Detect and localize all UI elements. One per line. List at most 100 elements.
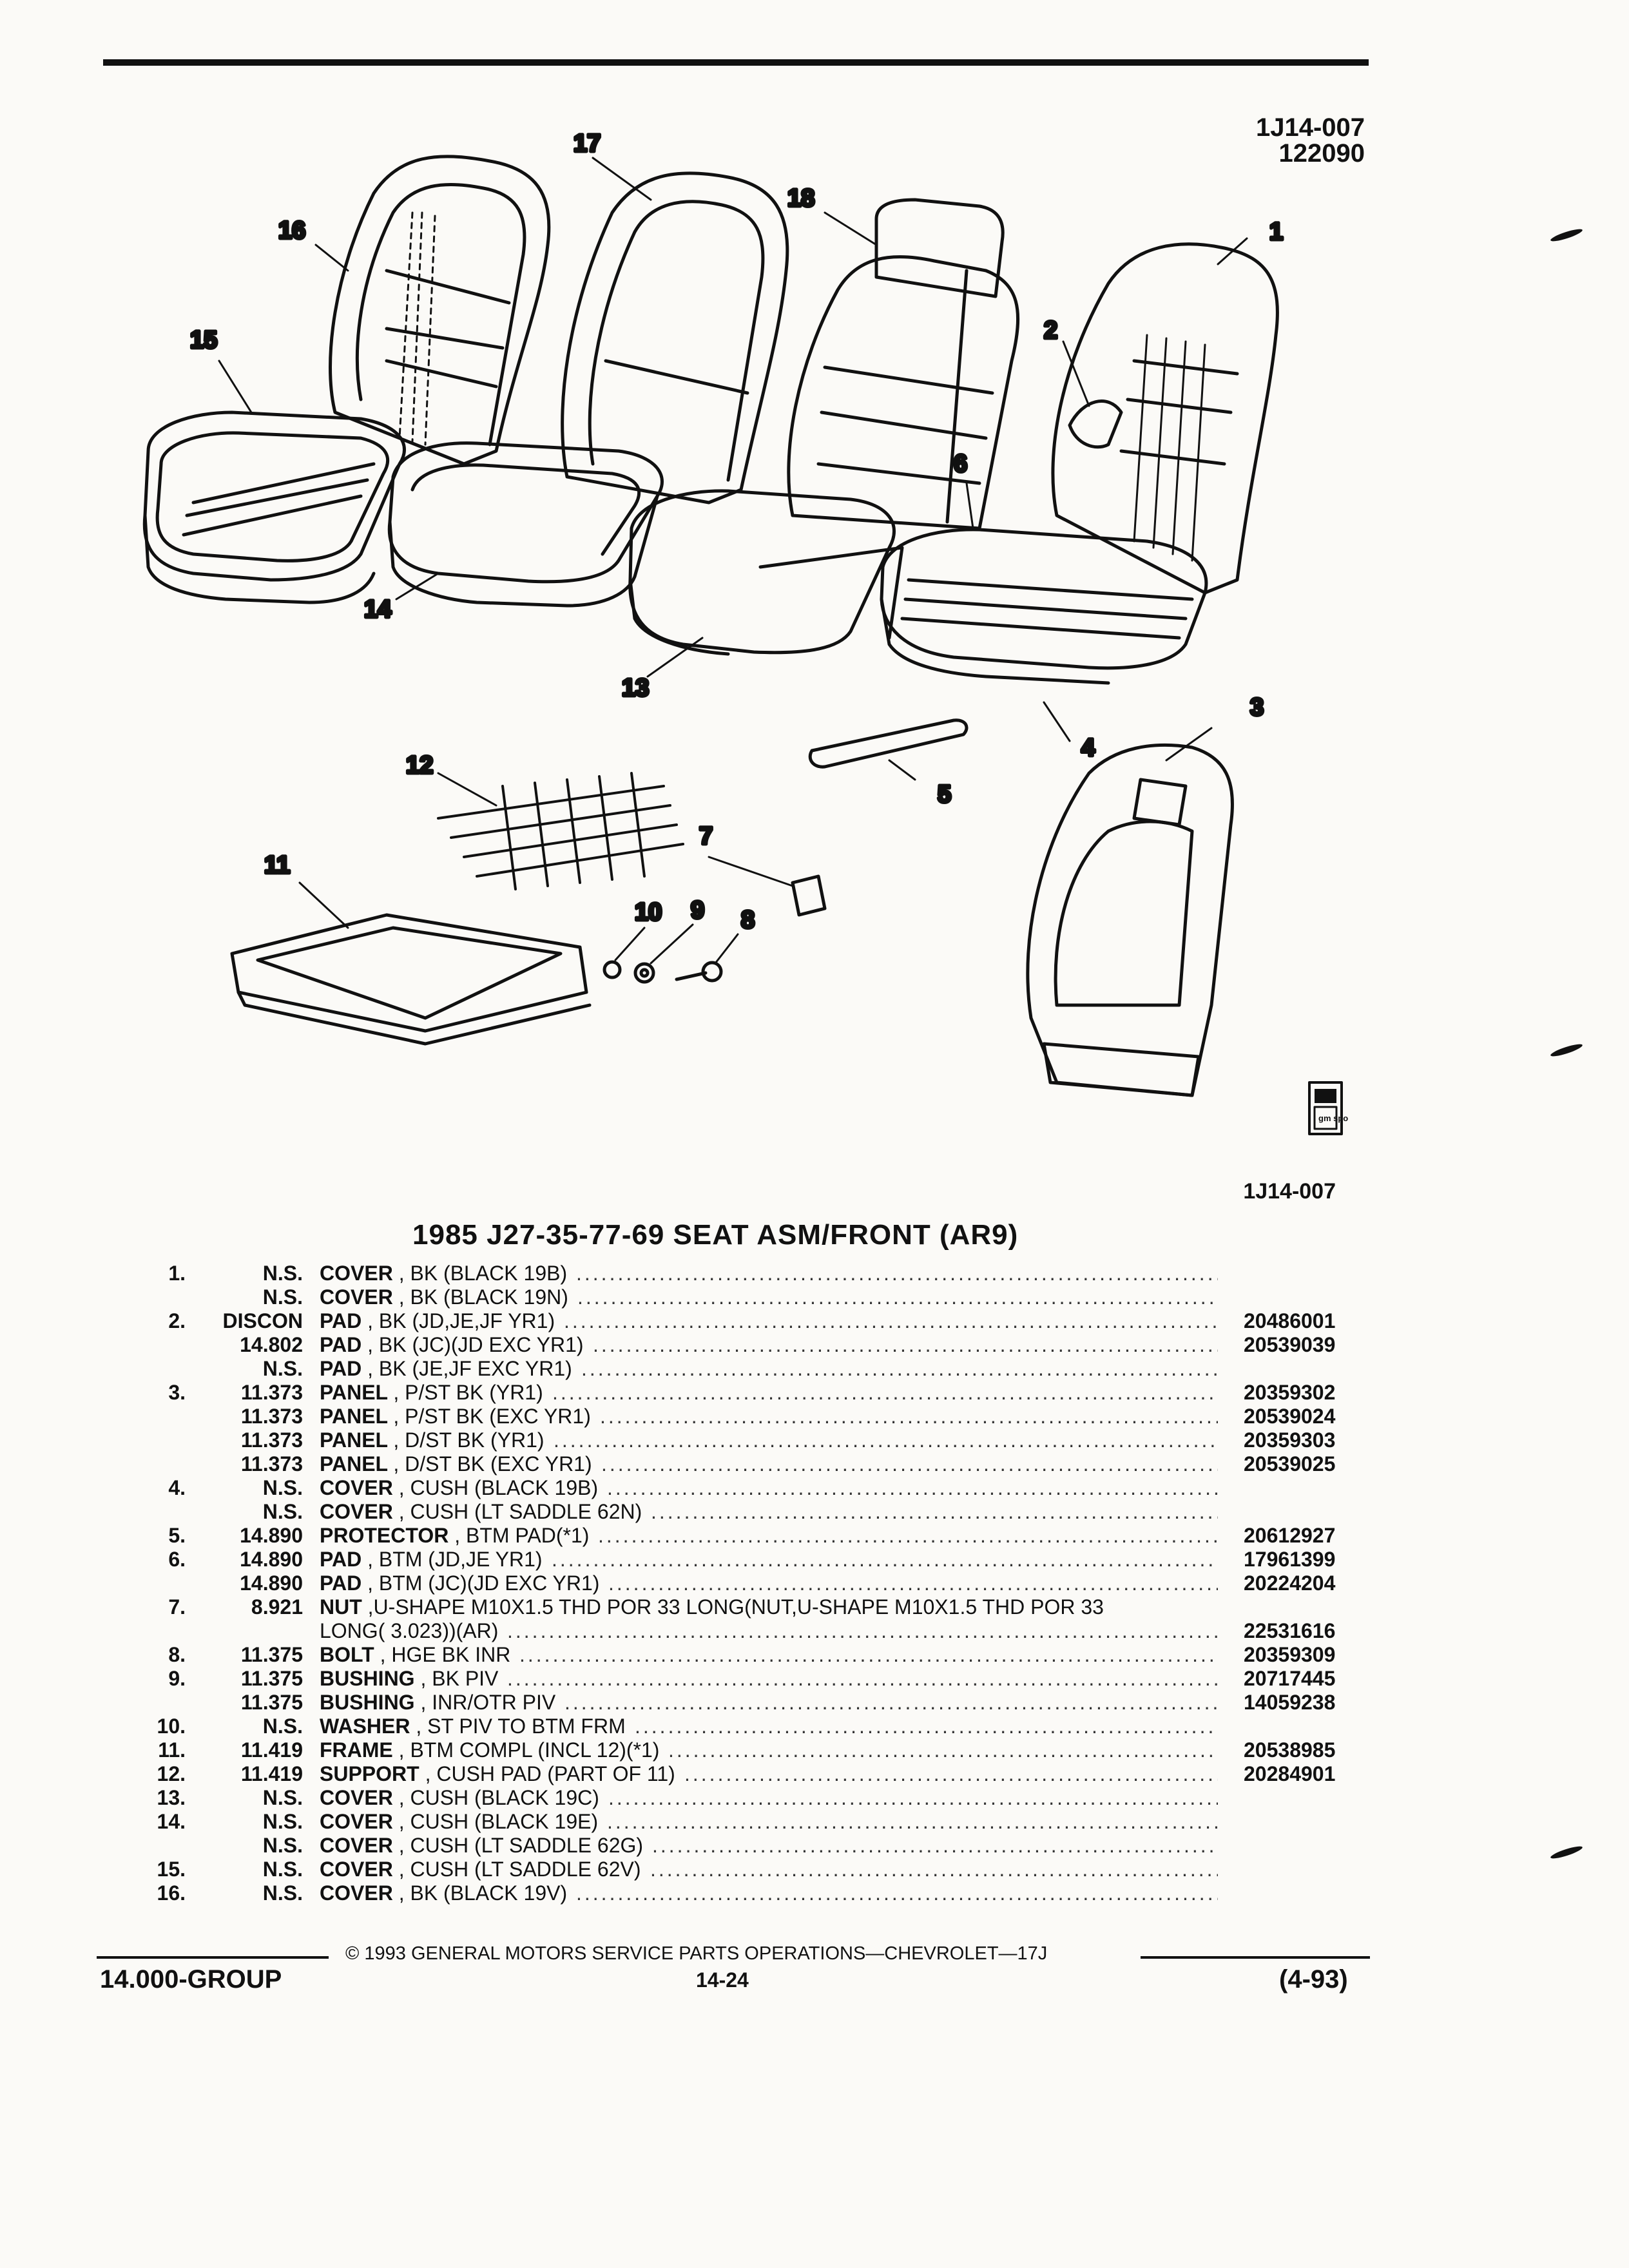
part-name: PAD [320, 1309, 362, 1332]
dot-leader: ........................................… [608, 1571, 1218, 1595]
part-description: COVER , CUSH (LT SADDLE 62N) [320, 1500, 642, 1524]
callout-2: 2 [1044, 317, 1057, 344]
quantity-code: N.S. [262, 1500, 303, 1523]
part-name: PANEL [320, 1452, 388, 1475]
item-number: 13. [157, 1786, 186, 1809]
part-detail: LONG( 3.023))(AR) [320, 1619, 499, 1642]
part-description: COVER , BK (BLACK 19B) [320, 1262, 567, 1285]
part-number: 14059238 [1244, 1691, 1336, 1714]
part-detail: , CUSH (BLACK 19B) [398, 1476, 599, 1499]
dot-leader: ........................................… [600, 1405, 1218, 1428]
page-number: 14-24 [696, 1968, 749, 1992]
item-number: 7. [168, 1595, 186, 1619]
parts-row: 13.N.S.COVER , CUSH (BLACK 19C).........… [0, 1786, 1629, 1810]
parts-row: 16.N.S.COVER , BK (BLACK 19V)...........… [0, 1881, 1629, 1905]
part-name: BUSHING [320, 1691, 415, 1714]
callout-8: 8 [741, 907, 755, 934]
seat-cushion-15 [142, 410, 406, 604]
footer-rule-right [1141, 1956, 1370, 1959]
quantity-code: N.S. [262, 1858, 303, 1881]
callout-5: 5 [938, 781, 951, 808]
item-number: 3. [168, 1381, 186, 1404]
part-name: PAD [320, 1333, 362, 1356]
part-number: 20359303 [1244, 1428, 1336, 1452]
part-detail: , D/ST BK (YR1) [393, 1428, 545, 1452]
item-number: 12. [157, 1762, 186, 1785]
parts-list-title: 1985 J27-35-77-69 SEAT ASM/FRONT (AR9) [412, 1219, 1019, 1251]
callout-18: 18 [787, 185, 815, 212]
part-description: COVER , CUSH (LT SADDLE 62G) [320, 1834, 643, 1858]
dot-leader: ........................................… [507, 1667, 1218, 1690]
dot-leader: ........................................… [564, 1309, 1218, 1332]
part-name: COVER [320, 1834, 393, 1857]
part-detail: , CUSH (BLACK 19C) [398, 1786, 599, 1809]
part-number: 22531616 [1244, 1619, 1336, 1642]
part-number: 20359302 [1244, 1381, 1336, 1404]
part-number: 20539024 [1244, 1405, 1336, 1428]
group-label: 14.000-GROUP [100, 1965, 282, 1994]
part-name: COVER [320, 1476, 393, 1499]
quantity-code: N.S. [262, 1810, 303, 1833]
part-detail: , BK (JE,JF EXC YR1) [367, 1357, 572, 1380]
part-description: BOLT , HGE BK INR [320, 1643, 510, 1667]
top-rule [103, 59, 1369, 66]
dot-leader: ........................................… [552, 1548, 1218, 1571]
nut-7 [791, 874, 827, 917]
part-name: COVER [320, 1262, 393, 1285]
seat-cushion-13 [628, 489, 904, 656]
part-description: LONG( 3.023))(AR) [320, 1619, 498, 1643]
quantity-code: 11.419 [240, 1738, 303, 1762]
callout-15: 15 [190, 327, 217, 354]
dot-leader: ........................................… [650, 1858, 1218, 1881]
item-number: 10. [157, 1715, 186, 1738]
bolt-8 [675, 961, 723, 983]
part-description: COVER , CUSH (LT SADDLE 62V) [320, 1858, 641, 1881]
part-detail: , INR/OTR PIV [420, 1691, 556, 1714]
quantity-code: 11.419 [240, 1762, 303, 1785]
part-name: PANEL [320, 1428, 388, 1452]
part-description: PANEL , D/ST BK (EXC YR1) [320, 1452, 592, 1476]
part-detail: , BTM PAD(*1) [454, 1524, 590, 1547]
dot-leader: ........................................… [576, 1262, 1218, 1285]
quantity-code: 14.802 [240, 1333, 303, 1356]
quantity-code: N.S. [262, 1262, 303, 1285]
part-description: NUT ,U-SHAPE M10X1.5 THD POR 33 LONG(NUT… [320, 1595, 1104, 1619]
dot-leader: ........................................… [601, 1452, 1218, 1475]
quantity-code: N.S. [262, 1285, 303, 1309]
bushing-9 [633, 962, 655, 984]
part-number: 20359309 [1244, 1643, 1336, 1666]
part-detail: , CUSH (LT SADDLE 62V) [398, 1858, 641, 1881]
item-number: 15. [157, 1858, 186, 1881]
copyright: © 1993 GENERAL MOTORS SERVICE PARTS OPER… [345, 1943, 1048, 1964]
part-description: PAD , BTM (JD,JE YR1) [320, 1548, 543, 1571]
part-name: PAD [320, 1571, 362, 1595]
part-number: 20539039 [1244, 1333, 1336, 1356]
part-description: SUPPORT , CUSH PAD (PART OF 11) [320, 1762, 675, 1786]
dot-leader: ........................................… [554, 1428, 1218, 1452]
callout-9: 9 [691, 897, 704, 924]
part-detail: , BK (BLACK 19B) [398, 1262, 568, 1285]
part-description: COVER , BK (BLACK 19N) [320, 1285, 568, 1309]
part-detail: , HGE BK INR [380, 1643, 511, 1666]
part-description: PROTECTOR , BTM PAD(*1) [320, 1524, 589, 1548]
seat-back-18 [787, 198, 1020, 530]
item-number: 9. [168, 1667, 186, 1690]
part-description: BUSHING , BK PIV [320, 1667, 498, 1691]
parts-row: 14.N.S.COVER , CUSH (BLACK 19E).........… [0, 1810, 1629, 1834]
seat-cushion-4 [880, 528, 1208, 685]
callout-7: 7 [699, 823, 713, 850]
part-description: PAD , BTM (JC)(JD EXC YR1) [320, 1571, 599, 1595]
part-description: COVER , CUSH (BLACK 19B) [320, 1476, 598, 1500]
callout-11: 11 [264, 852, 290, 879]
dot-leader: ........................................… [593, 1333, 1218, 1356]
quantity-code: N.S. [262, 1881, 303, 1905]
washer-10 [602, 960, 622, 979]
part-detail: , ST PIV TO BTM FRM [416, 1715, 626, 1738]
revision-date: (4-93) [1279, 1965, 1348, 1994]
part-name: PAD [320, 1548, 362, 1571]
dot-leader: ........................................… [598, 1524, 1218, 1547]
parts-row: LONG( 3.023))(AR).......................… [0, 1619, 1629, 1643]
quantity-code: N.S. [262, 1715, 303, 1738]
dot-leader: ........................................… [652, 1834, 1218, 1857]
